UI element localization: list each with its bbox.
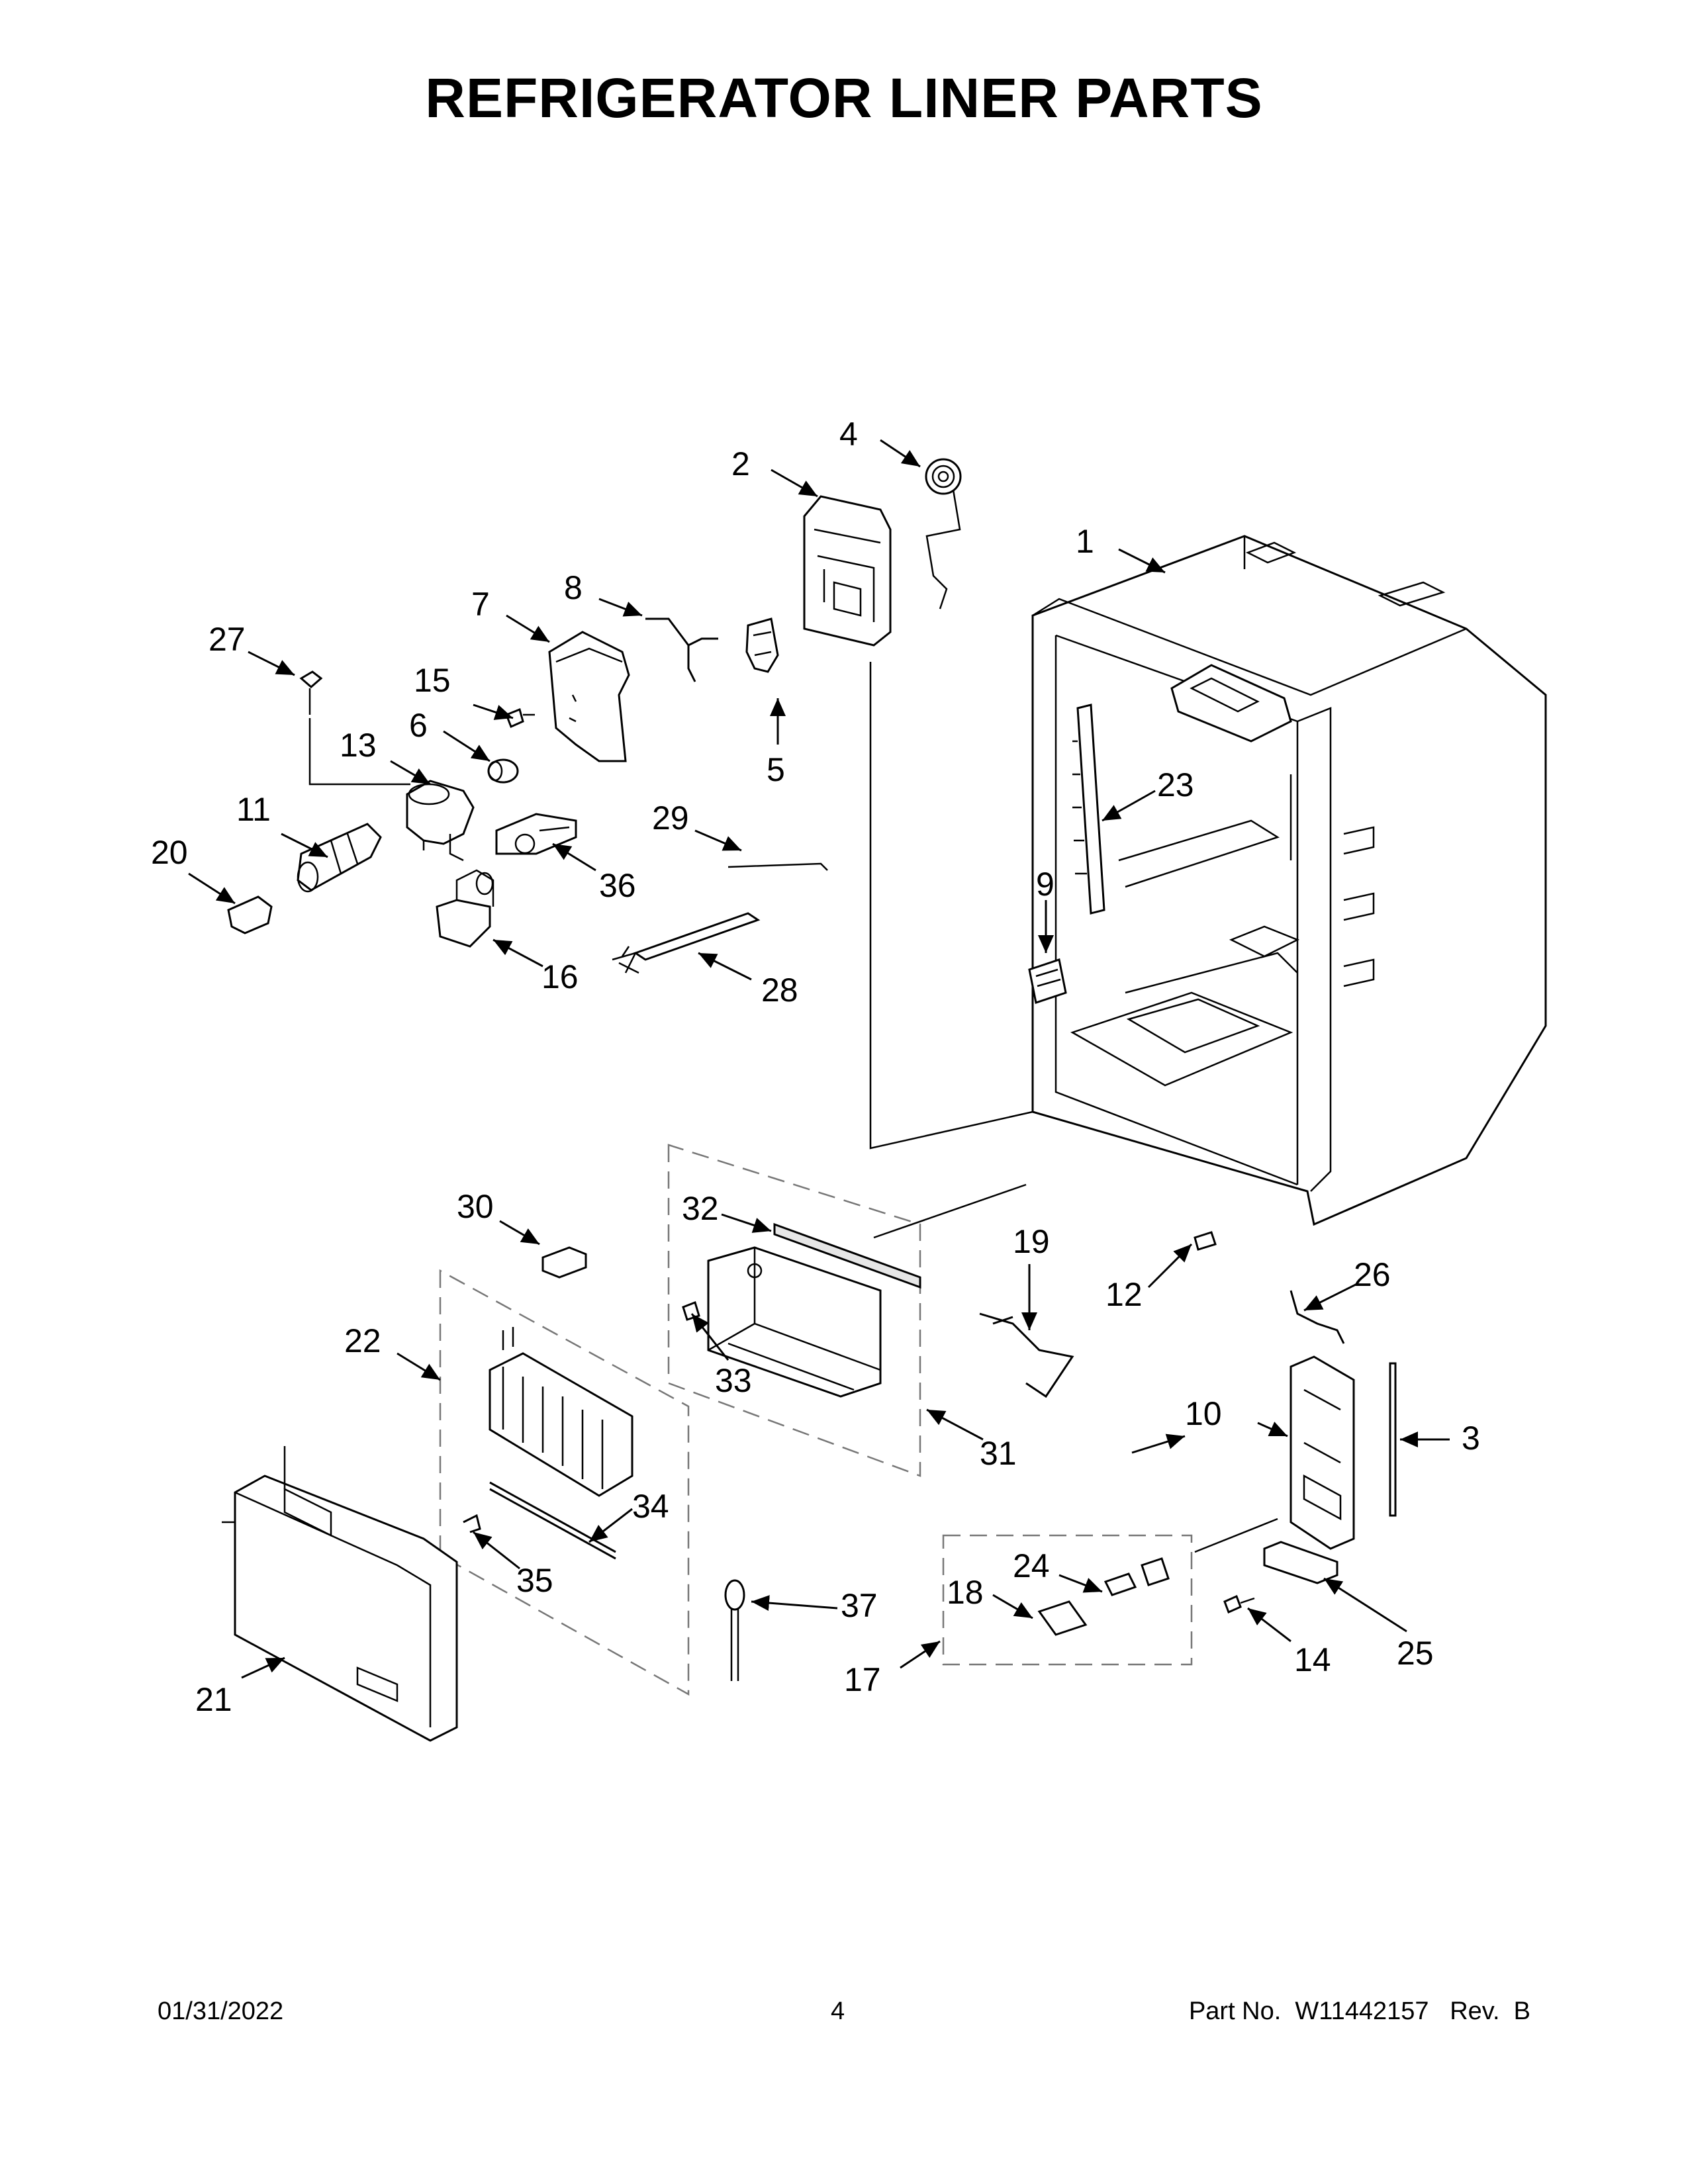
thermistor-sensor: [487, 758, 519, 784]
callout-19: 19: [1013, 1223, 1050, 1260]
callout-24: 24: [1013, 1547, 1050, 1584]
callout-7: 7: [471, 586, 490, 623]
wire-26: [1289, 1290, 1345, 1344]
callout-26: 26: [1354, 1256, 1391, 1293]
callout-25: 25: [1397, 1635, 1434, 1672]
evaporator: [489, 1327, 633, 1497]
evaporator-shroud: [222, 1446, 458, 1742]
seal-strip: [773, 1222, 921, 1289]
footer-part-number: Part No. W11442157 Rev. B: [1188, 1997, 1530, 2025]
callout-9: 9: [1036, 866, 1055, 903]
filter-housing: [436, 869, 494, 948]
assembly-guide-line: [869, 662, 1033, 1150]
callout-18: 18: [947, 1574, 984, 1611]
leader-arrows: [188, 439, 1450, 1679]
callout-17: 17: [844, 1661, 881, 1698]
clip: [463, 1514, 481, 1533]
callout-3: 3: [1462, 1420, 1480, 1457]
refrigerator-liner: [1031, 535, 1547, 1226]
light-assembly: [1028, 958, 1067, 1004]
callout-21: 21: [195, 1681, 232, 1718]
damper-assembly: [745, 617, 779, 673]
callout-12: 12: [1105, 1276, 1143, 1313]
filter-cover: [495, 813, 577, 855]
callout-23: 23: [1157, 766, 1194, 803]
callout-1: 1: [1076, 523, 1094, 560]
callout-labels: 1 2 3 4 5 6 7 8 9 10 11 12 13 14 15 16 1…: [151, 416, 1480, 1718]
label-18: [1037, 1600, 1088, 1636]
assembly-guide-line: [1194, 1518, 1278, 1553]
callout-15: 15: [414, 662, 451, 699]
callout-10: 10: [1185, 1395, 1222, 1432]
dispenser-panel: [1289, 1355, 1355, 1550]
wire-harness: [645, 617, 718, 682]
screw-14: [1223, 1594, 1255, 1614]
bracket-25: [1263, 1541, 1338, 1584]
assembly-17-group: [942, 1534, 1193, 1666]
callout-35: 35: [516, 1562, 553, 1599]
callout-31: 31: [980, 1435, 1017, 1472]
bracket: [1141, 1557, 1170, 1586]
wire-harness-19: [979, 1312, 1074, 1398]
water-filter-head: [406, 780, 475, 862]
callout-16: 16: [541, 958, 579, 995]
assembly-31-group: [667, 1144, 921, 1477]
connector-12: [1194, 1231, 1217, 1251]
screw-27: [299, 670, 323, 715]
callout-14: 14: [1294, 1641, 1331, 1678]
callout-29: 29: [652, 799, 689, 837]
water-filter: [297, 823, 382, 893]
screw-33: [682, 1301, 700, 1321]
assembly-22-group: [439, 1269, 690, 1696]
callout-13: 13: [340, 727, 377, 764]
footer-date: 01/31/2022: [158, 1997, 284, 2025]
callout-2: 2: [731, 445, 750, 482]
callout-6: 6: [409, 707, 428, 744]
callout-11: 11: [236, 791, 271, 828]
footer-page-number: 4: [831, 1997, 845, 2025]
filter-cap: [227, 895, 273, 934]
led-light-bar: [1072, 704, 1105, 915]
air-tower-cover: [548, 631, 630, 762]
callout-20: 20: [151, 834, 188, 871]
foam-pad: [541, 1246, 587, 1279]
callout-30: 30: [457, 1188, 494, 1225]
fan-motor-assembly: [612, 912, 761, 974]
assembly-guide-line: [308, 718, 410, 786]
assembly-guide-line: [873, 1183, 1027, 1239]
gasket-strip: [1389, 1362, 1397, 1517]
callout-4: 4: [839, 416, 858, 453]
control-housing: [803, 495, 892, 647]
drain-tube: [724, 1579, 745, 1681]
callout-37: 37: [841, 1587, 878, 1624]
callout-22: 22: [344, 1322, 381, 1359]
coiled-thermistor: [925, 458, 962, 610]
callout-28: 28: [761, 972, 798, 1009]
evaporator-cover-housing: [707, 1246, 882, 1398]
gasket-24: [1103, 1572, 1137, 1596]
callout-36: 36: [599, 867, 636, 904]
page-title: REFRIGERATOR LINER PARTS: [425, 67, 1263, 129]
callout-8: 8: [564, 569, 583, 606]
callout-27: 27: [209, 621, 246, 658]
callout-33: 33: [715, 1362, 752, 1399]
callout-5: 5: [767, 751, 785, 788]
fan-wire: [727, 862, 828, 871]
callout-34: 34: [632, 1488, 669, 1525]
callout-32: 32: [682, 1190, 719, 1227]
